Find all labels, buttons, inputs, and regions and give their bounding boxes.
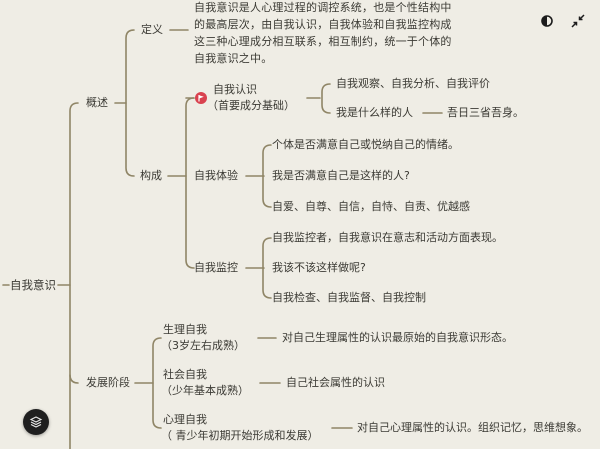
node-self-cognition-child-2[interactable]: 我是什么样的人 (336, 106, 413, 119)
theme-toggle-button[interactable] (538, 12, 556, 30)
node-self-control-child-3[interactable]: 自我检查、自我监督、自我控制 (272, 291, 426, 304)
layers-icon (29, 416, 43, 428)
node-self-control-child-1[interactable]: 自我监控者，自我意识在意志和活动方面表现。 (272, 231, 503, 244)
self-cognition-label: 自我认识 (213, 83, 257, 96)
stage-social-label: 社会自我 (163, 368, 207, 381)
node-self-cognition[interactable]: 自我认识 （首要成分基础） (207, 82, 295, 114)
stage-psychological-label: 心理自我 (163, 413, 207, 426)
node-self-control-child-2[interactable]: 我该不该这样做呢? (272, 261, 366, 274)
collapse-arrows-icon (571, 14, 585, 28)
contrast-icon (541, 15, 553, 27)
stage-social-sublabel: （少年基本成熟） (161, 384, 249, 397)
node-self-control[interactable]: 自我监控 (194, 261, 238, 274)
node-stage-social-desc[interactable]: 自己社会属性的认识 (286, 376, 385, 389)
flag-icon (198, 95, 204, 102)
node-stage-psychological[interactable]: 心理自我 （ 青少年初期开始形成和发展） (161, 412, 319, 444)
layers-button[interactable] (23, 409, 49, 435)
self-cognition-sublabel: （首要成分基础） (207, 99, 295, 112)
node-definition[interactable]: 定义 (141, 23, 163, 36)
node-self-experience-child-2[interactable]: 我是否满意自己是这样的人? (272, 169, 410, 182)
stage-psychological-sublabel: （ 青少年初期开始形成和发展） (161, 429, 319, 442)
flag-marker (195, 92, 207, 104)
node-self-experience[interactable]: 自我体验 (194, 169, 238, 182)
stage-physical-sublabel: （3岁左右成熟） (161, 339, 245, 352)
node-overview[interactable]: 概述 (86, 96, 108, 109)
node-self-experience-child-1[interactable]: 个体是否满意自己或悦纳自己的情绪。 (272, 138, 459, 151)
collapse-button[interactable] (569, 12, 587, 30)
stage-physical-label: 生理自我 (163, 323, 207, 336)
node-self-cognition-child-1[interactable]: 自我观察、自我分析、自我评价 (336, 77, 490, 90)
node-stage-psychological-desc[interactable]: 对自己心理属性的认识。组织记忆，思维想象。 (357, 421, 588, 434)
node-self-cognition-note[interactable]: 吾日三省吾身。 (447, 106, 524, 119)
node-stage-social[interactable]: 社会自我 （少年基本成熟） (161, 367, 249, 399)
node-stage-physical-desc[interactable]: 对自己生理属性的认识最原始的自我意识形态。 (282, 331, 513, 344)
root-node[interactable]: 自我意识 (10, 278, 56, 292)
node-composition[interactable]: 构成 (140, 169, 162, 182)
node-self-experience-child-3[interactable]: 自爱、自尊、自信，自恃、自责、优越感 (272, 200, 470, 213)
definition-text[interactable]: 自我意识是人心理过程的调控系统，也是个性结构中的最高层次，由自我认识，自我体验和… (194, 1, 452, 65)
node-development[interactable]: 发展阶段 (86, 376, 130, 389)
node-stage-physical[interactable]: 生理自我 （3岁左右成熟） (161, 322, 245, 354)
